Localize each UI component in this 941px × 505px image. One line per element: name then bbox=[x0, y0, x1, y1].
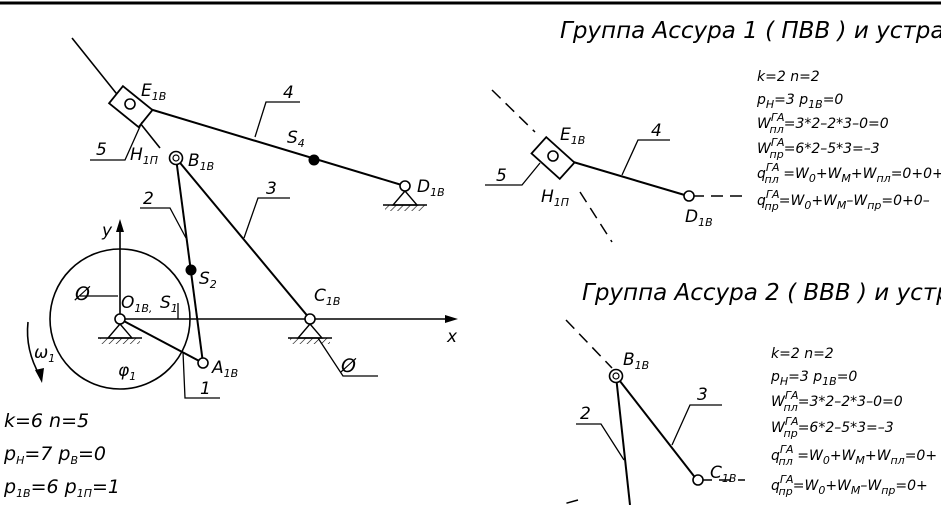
g2-link-3 bbox=[615, 375, 698, 481]
leader-5 bbox=[90, 121, 143, 161]
leader-frame bbox=[317, 337, 378, 377]
leader-2 bbox=[140, 207, 187, 239]
g2-label-c: C1В bbox=[710, 463, 736, 485]
label-o: O1В, bbox=[121, 293, 152, 315]
g1-label-d: D1В bbox=[685, 207, 713, 229]
group-2-diagram: B1В C1В 3 2 bbox=[559, 319, 745, 505]
frame-symbol-o: Ø bbox=[74, 283, 91, 305]
mechanism-summary: k=6 n=5 pH=7 pB=0 p1В=6 p1П=1 bbox=[3, 410, 120, 500]
group-2-title: Группа Ассура 2 ( ВВВ ) и устр bbox=[582, 280, 941, 306]
label-s1: S1 bbox=[160, 293, 178, 315]
group-1-diagram: E1В H1П D1В 4 5 bbox=[485, 89, 745, 243]
link-1 bbox=[119, 318, 204, 364]
group-1-title: Группа Ассура 1 ( ПВВ ) и устра bbox=[560, 18, 941, 44]
label-link-4: 4 bbox=[283, 83, 294, 103]
frame-symbol-c: Ø bbox=[340, 355, 357, 377]
label-omega: ω1 bbox=[34, 343, 55, 365]
main-mechanism: E1В B1В D1В C1В A1В O1В, S1 S2 S4 H1П ω1… bbox=[26, 37, 458, 399]
label-a: A1В bbox=[211, 358, 238, 380]
label-e: E1В bbox=[141, 81, 166, 103]
joint-a bbox=[197, 357, 209, 369]
pivot-c bbox=[304, 313, 316, 325]
g1-label-link-4: 4 bbox=[651, 121, 662, 141]
label-axis-x: x bbox=[446, 327, 458, 347]
label-b: B1В bbox=[188, 151, 214, 173]
g2-label-link-2: 2 bbox=[580, 404, 591, 424]
label-s4: S4 bbox=[287, 128, 305, 150]
svg-text:k=2 n=2: k=2 n=2 bbox=[771, 346, 834, 362]
label-link-1: 1 bbox=[200, 379, 211, 399]
label-link-3: 3 bbox=[266, 179, 277, 199]
link-2 bbox=[175, 157, 204, 364]
y-axis-arrow bbox=[116, 219, 124, 232]
joint-e bbox=[124, 98, 136, 110]
g1-joint-d bbox=[683, 190, 695, 202]
x-axis-arrow bbox=[445, 315, 458, 323]
g1-label-link-5: 5 bbox=[496, 166, 507, 186]
slider-guide bbox=[71, 37, 161, 149]
label-d: D1В bbox=[417, 177, 445, 199]
svg-text:pH=3 p1В=0: pH=3 p1В=0 bbox=[756, 92, 843, 111]
label-h: H1П bbox=[130, 145, 158, 167]
svg-text:pH=3 p1В=0: pH=3 p1В=0 bbox=[770, 369, 857, 388]
g2-link-2 bbox=[615, 375, 631, 505]
label-link-2: 2 bbox=[143, 189, 154, 209]
label-link-5: 5 bbox=[96, 140, 107, 160]
link-3 bbox=[175, 157, 311, 320]
g1-label-h: H1П bbox=[541, 187, 569, 209]
g2-label-link-3: 3 bbox=[697, 385, 708, 405]
summary-line-1: k=6 n=5 bbox=[4, 410, 89, 432]
label-s2: S2 bbox=[199, 269, 217, 291]
g2-label-b: B1В bbox=[623, 350, 649, 372]
summary-line-3: p1В=6 p1П=1 bbox=[3, 476, 120, 500]
leader-3 bbox=[243, 197, 290, 239]
mass-center-s2 bbox=[185, 264, 197, 276]
leader-4 bbox=[254, 101, 300, 138]
label-c: C1В bbox=[314, 286, 340, 308]
label-phi: φ1 bbox=[118, 361, 136, 383]
g1-label-e: E1В bbox=[560, 125, 585, 147]
svg-text:k=2 n=2: k=2 n=2 bbox=[757, 69, 820, 85]
link-4 bbox=[132, 103, 406, 187]
g2-joint-c bbox=[692, 474, 704, 486]
leader-1 bbox=[182, 351, 220, 399]
mass-center-s4 bbox=[308, 154, 320, 166]
pivot-d bbox=[399, 180, 411, 192]
summary-line-2: pH=7 pB=0 bbox=[3, 443, 106, 467]
label-axis-y: y bbox=[101, 221, 113, 241]
pivot-o bbox=[114, 313, 126, 325]
